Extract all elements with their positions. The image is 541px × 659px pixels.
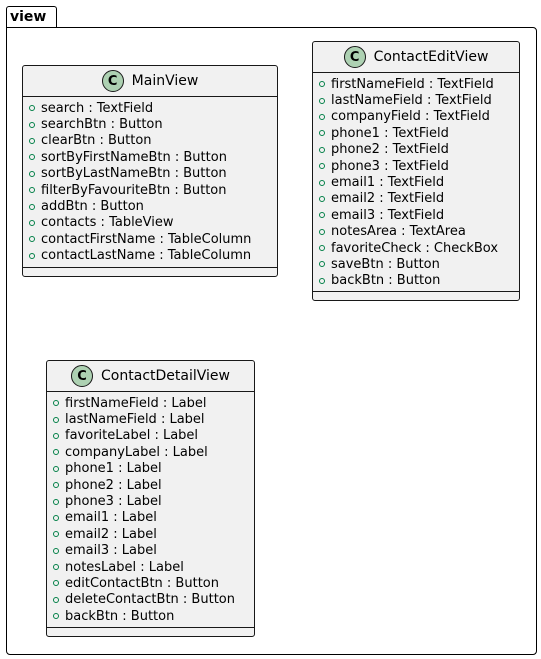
public-visibility-icon bbox=[29, 187, 35, 194]
attribute: saveBtn : Button bbox=[319, 256, 519, 272]
attribute: phone3 : TextField bbox=[319, 158, 519, 174]
public-visibility-icon bbox=[53, 596, 59, 603]
attribute: clearBtn : Button bbox=[29, 133, 277, 149]
class-header: C ContactEditView bbox=[313, 42, 519, 73]
public-visibility-icon bbox=[53, 514, 59, 521]
attribute: phone1 : TextField bbox=[319, 125, 519, 141]
public-visibility-icon bbox=[29, 137, 35, 144]
public-visibility-icon bbox=[53, 547, 59, 554]
public-visibility-icon bbox=[29, 252, 35, 259]
public-visibility-icon bbox=[319, 228, 325, 235]
public-visibility-icon bbox=[29, 105, 35, 112]
class-icon: C bbox=[343, 46, 366, 68]
public-visibility-icon bbox=[53, 564, 59, 571]
public-visibility-icon bbox=[29, 203, 35, 210]
public-visibility-icon bbox=[53, 580, 59, 587]
public-visibility-icon bbox=[29, 170, 35, 177]
public-visibility-icon bbox=[319, 113, 325, 120]
class-header: C ContactDetailView bbox=[47, 361, 254, 392]
method-compartment-divider bbox=[23, 267, 277, 268]
attribute: email3 : Label bbox=[53, 543, 254, 559]
class-contact-edit-view: C ContactEditView firstNameField : TextF… bbox=[312, 41, 520, 301]
public-visibility-icon bbox=[53, 449, 59, 456]
class-name: ContactDetailView bbox=[101, 368, 230, 384]
attribute: backBtn : Button bbox=[53, 608, 254, 624]
attribute: lastNameField : Label bbox=[53, 411, 254, 427]
attribute: contactLastName : TableColumn bbox=[29, 248, 277, 264]
class-header: C MainView bbox=[23, 66, 277, 97]
public-visibility-icon bbox=[29, 154, 35, 161]
class-main-view: C MainView search : TextField searchBtn … bbox=[22, 65, 278, 277]
class-icon: C bbox=[101, 70, 124, 92]
attribute-list: firstNameField : TextField lastNameField… bbox=[313, 73, 519, 289]
attribute: filterByFavouriteBtn : Button bbox=[29, 182, 277, 198]
attribute: sortByLastNameBtn : Button bbox=[29, 166, 277, 182]
attribute: email3 : TextField bbox=[319, 207, 519, 223]
attribute: email1 : Label bbox=[53, 510, 254, 526]
public-visibility-icon bbox=[53, 416, 59, 423]
public-visibility-icon bbox=[319, 163, 325, 170]
attribute: companyField : TextField bbox=[319, 109, 519, 125]
public-visibility-icon bbox=[319, 81, 325, 88]
attribute: phone2 : TextField bbox=[319, 142, 519, 158]
public-visibility-icon bbox=[319, 277, 325, 284]
package-name: view bbox=[10, 9, 47, 25]
attribute-list: firstNameField : Label lastNameField : L… bbox=[47, 392, 254, 624]
attribute: searchBtn : Button bbox=[29, 116, 277, 132]
attribute: deleteContactBtn : Button bbox=[53, 592, 254, 608]
attribute: firstNameField : TextField bbox=[319, 76, 519, 92]
public-visibility-icon bbox=[53, 465, 59, 472]
attribute: sortByFirstNameBtn : Button bbox=[29, 149, 277, 165]
attribute: lastNameField : TextField bbox=[319, 92, 519, 108]
class-icon: C bbox=[71, 365, 94, 387]
class-name: MainView bbox=[131, 73, 199, 89]
public-visibility-icon bbox=[319, 146, 325, 153]
public-visibility-icon bbox=[319, 130, 325, 137]
attribute: notesLabel : Label bbox=[53, 559, 254, 575]
class-contact-detail-view: C ContactDetailView firstNameField : Lab… bbox=[46, 360, 255, 637]
package-tab: view bbox=[6, 6, 57, 28]
public-visibility-icon bbox=[53, 498, 59, 505]
public-visibility-icon bbox=[29, 219, 35, 226]
attribute: phone2 : Label bbox=[53, 477, 254, 493]
public-visibility-icon bbox=[53, 432, 59, 439]
public-visibility-icon bbox=[53, 531, 59, 538]
public-visibility-icon bbox=[53, 613, 59, 620]
attribute: email2 : TextField bbox=[319, 191, 519, 207]
attribute: phone1 : Label bbox=[53, 461, 254, 477]
method-compartment-divider bbox=[47, 627, 254, 628]
attribute: addBtn : Button bbox=[29, 198, 277, 214]
attribute: firstNameField : Label bbox=[53, 395, 254, 411]
attribute: editContactBtn : Button bbox=[53, 575, 254, 591]
public-visibility-icon bbox=[319, 261, 325, 268]
attribute: phone3 : Label bbox=[53, 493, 254, 509]
attribute-list: search : TextField searchBtn : Button cl… bbox=[23, 97, 277, 264]
class-name: ContactEditView bbox=[373, 49, 489, 65]
method-compartment-divider bbox=[313, 291, 519, 292]
attribute: contactFirstName : TableColumn bbox=[29, 231, 277, 247]
public-visibility-icon bbox=[319, 97, 325, 104]
public-visibility-icon bbox=[29, 236, 35, 243]
public-visibility-icon bbox=[53, 400, 59, 407]
attribute: backBtn : Button bbox=[319, 273, 519, 289]
attribute: email1 : TextField bbox=[319, 174, 519, 190]
public-visibility-icon bbox=[319, 212, 325, 219]
attribute: contacts : TableView bbox=[29, 215, 277, 231]
public-visibility-icon bbox=[53, 482, 59, 489]
attribute: favoriteLabel : Label bbox=[53, 428, 254, 444]
public-visibility-icon bbox=[29, 121, 35, 128]
attribute: email2 : Label bbox=[53, 526, 254, 542]
public-visibility-icon bbox=[319, 245, 325, 252]
attribute: search : TextField bbox=[29, 100, 277, 116]
attribute: companyLabel : Label bbox=[53, 444, 254, 460]
public-visibility-icon bbox=[319, 195, 325, 202]
attribute: favoriteCheck : CheckBox bbox=[319, 240, 519, 256]
package-body bbox=[6, 27, 537, 655]
attribute: notesArea : TextArea bbox=[319, 224, 519, 240]
public-visibility-icon bbox=[319, 179, 325, 186]
